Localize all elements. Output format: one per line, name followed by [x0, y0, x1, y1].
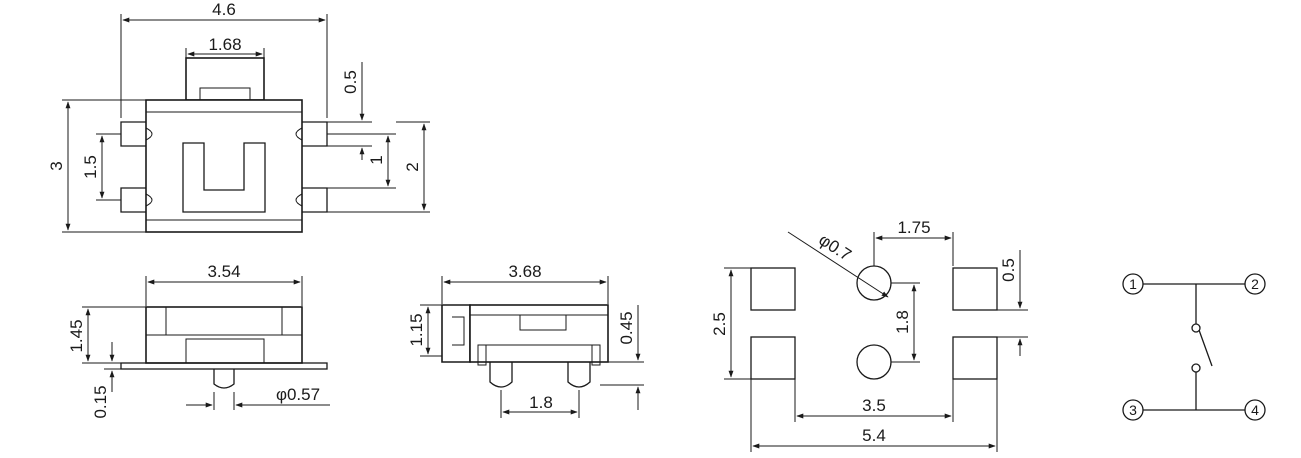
dim-3-68: 3.68	[508, 262, 541, 281]
dim-0-15: 0.15	[91, 385, 110, 418]
dim-0-5-footprint: 0.5	[999, 258, 1018, 282]
terminal-top-left	[120, 121, 146, 147]
side-view: 3.68 1.15 0.45 1.8	[407, 262, 644, 418]
pin-4-circle	[1244, 399, 1266, 421]
switch-schematic: 1 2 3 4	[1122, 273, 1266, 421]
u-actuator	[182, 142, 266, 213]
dim-4-6: 4.6	[212, 0, 236, 19]
dim-5-4: 5.4	[862, 426, 886, 445]
pin-1-label: 1	[1129, 276, 1137, 292]
pad-top-right	[952, 267, 998, 311]
pad-bottom-right	[952, 336, 998, 380]
dim-phi-0-7: φ0.7	[815, 230, 854, 265]
dim-3-5: 3.5	[862, 396, 886, 415]
terminal-bottom-right	[302, 187, 328, 213]
pin-3-circle	[1122, 399, 1144, 421]
front-view: 3.54 1.45 0.15 φ0.57	[67, 262, 330, 419]
dim-1-8-side: 1.8	[529, 393, 553, 412]
dim-2: 2	[403, 162, 422, 171]
pcb-footprint: φ0.7 1.75 1.8 0.5 2.5 3.5 5.4	[710, 218, 1028, 452]
top-view-body	[145, 99, 303, 233]
dim-0-5: 0.5	[341, 70, 360, 94]
dim-1-75: 1.75	[897, 218, 930, 237]
front-base-plate	[120, 362, 328, 370]
side-lever	[441, 304, 471, 363]
hole-top	[856, 265, 892, 301]
terminal-bottom-left	[120, 187, 146, 213]
dim-3-54: 3.54	[207, 262, 240, 281]
dim-phi-0-57: φ0.57	[276, 385, 320, 404]
dim-1: 1	[367, 155, 386, 164]
side-peg-right	[567, 362, 591, 388]
pin-2-circle	[1244, 273, 1266, 295]
pin-4-label: 4	[1251, 402, 1259, 418]
terminal-top-right	[302, 121, 328, 147]
side-peg-left	[489, 362, 513, 388]
dim-1-5: 1.5	[81, 155, 100, 179]
dim-1-68: 1.68	[208, 35, 241, 54]
dim-3: 3	[47, 161, 66, 170]
dim-0-45: 0.45	[617, 311, 636, 344]
hole-bottom	[856, 344, 892, 380]
actuator-top	[185, 57, 265, 101]
switch-contact-bottom	[1191, 363, 1201, 373]
dim-1-8-footprint: 1.8	[893, 310, 912, 334]
pad-top-left	[750, 267, 796, 311]
dim-1-45: 1.45	[67, 319, 86, 352]
pin-3-label: 3	[1129, 402, 1137, 418]
dim-1-15: 1.15	[407, 313, 426, 346]
front-peg	[213, 369, 235, 389]
pin-2-label: 2	[1251, 276, 1259, 292]
pin-1-circle	[1122, 273, 1144, 295]
top-view: 4.6 1.68 3 1.5 0.5 1 2	[47, 0, 430, 233]
switch-contact-top	[1191, 323, 1201, 333]
side-view-body	[469, 304, 609, 363]
switch-lever	[1198, 329, 1213, 367]
dim-2-5: 2.5	[710, 312, 729, 336]
pad-bottom-left	[750, 336, 796, 380]
